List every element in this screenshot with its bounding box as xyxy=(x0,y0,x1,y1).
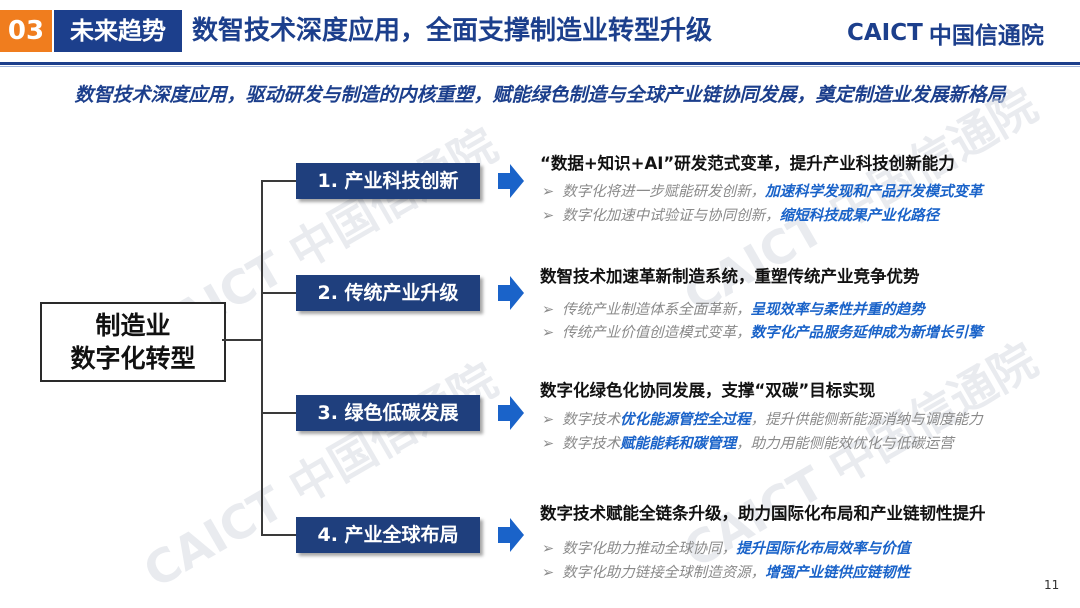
category-tech-innovation: 1. 产业科技创新 xyxy=(296,163,480,199)
bullet-icon: ➢ xyxy=(542,302,555,318)
page-title: 数智技术深度应用，全面支撑制造业转型升级 xyxy=(192,16,713,46)
bullet-icon: ➢ xyxy=(542,565,555,581)
header-rule xyxy=(0,62,1080,65)
bullet-icon: ➢ xyxy=(542,412,555,428)
connector-branch-4 xyxy=(261,534,297,536)
detail-text: 数字技术 xyxy=(562,436,621,452)
detail-text: 数字技术 xyxy=(562,412,621,428)
connector-branch-2 xyxy=(261,292,297,294)
watermark: CAICT 中国信通院 xyxy=(134,352,507,599)
detail-text: 数字化将进一步赋能研发创新， xyxy=(562,184,766,200)
detail-highlight: 加速科学发现和产品开发模式变革 xyxy=(765,184,983,200)
detail-highlight: 赋能能耗和碳管理 xyxy=(620,436,737,452)
detail-item: ➢ 数字化加速中试验证与协同创新，缩短科技成果产业化路径 xyxy=(542,204,939,225)
detail-item: ➢ 数字化助力推动全球协同，提升国际化布局效率与价值 xyxy=(542,537,910,558)
arrow-right-icon xyxy=(498,276,524,310)
detail-item: ➢ 数字技术优化能源管控全过程，提升供能侧新能源消纳与调度能力 xyxy=(542,408,983,429)
connector-vertical xyxy=(261,180,263,535)
page-number: 11 xyxy=(1044,578,1060,592)
arrow-right-icon xyxy=(498,518,524,552)
detail-text: 传统产业制造体系全面革新， xyxy=(562,302,751,318)
connector-branch-1 xyxy=(261,180,297,182)
detail-item: ➢ 数字化助力链接全球制造资源，增强产业链供应链韧性 xyxy=(542,561,910,582)
center-topic-line1: 制造业 xyxy=(95,311,171,340)
detail-highlight: 数字化产品服务延伸成为新增长引擎 xyxy=(750,325,983,341)
arrow-right-icon xyxy=(498,164,524,198)
detail-text: ，提升供能侧新能源消纳与调度能力 xyxy=(750,412,983,428)
detail-title: 数字技术赋能全链条升级，助力国际化布局和产业链韧性提升 xyxy=(540,504,986,523)
connector-main xyxy=(222,339,262,341)
detail-item: ➢ 数字技术赋能能耗和碳管理，助力用能侧能效优化与低碳运营 xyxy=(542,432,954,453)
detail-item: ➢ 传统产业价值创造模式变革，数字化产品服务延伸成为新增长引擎 xyxy=(542,321,983,342)
detail-text: 数字化助力推动全球协同， xyxy=(562,541,737,557)
detail-title: 数字化绿色化协同发展，支撑“双碳”目标实现 xyxy=(540,381,876,400)
bullet-icon: ➢ xyxy=(542,184,555,200)
category-green-lowcarbon: 3. 绿色低碳发展 xyxy=(296,395,480,431)
logo-cn: 中国信通院 xyxy=(928,23,1044,49)
section-tag: 未来趋势 xyxy=(54,10,182,52)
detail-title: 数智技术加速革新制造系统，重塑传统产业竞争优势 xyxy=(540,267,920,286)
detail-text: 传统产业价值创造模式变革， xyxy=(562,325,751,341)
bullet-icon: ➢ xyxy=(542,325,555,341)
detail-highlight: 呈现效率与柔性并重的趋势 xyxy=(750,302,925,318)
bullet-icon: ➢ xyxy=(542,436,555,452)
section-number: 03 xyxy=(0,10,52,52)
connector-branch-3 xyxy=(261,412,297,414)
arrow-right-icon xyxy=(498,396,524,430)
slide-subtitle: 数智技术深度应用，驱动研发与制造的内核重塑，赋能绿色制造与全球产业链协同发展，奠… xyxy=(74,84,1006,106)
detail-highlight: 缩短科技成果产业化路径 xyxy=(779,208,940,224)
bullet-icon: ➢ xyxy=(542,541,555,557)
detail-title: “数据+知识+AI”研发范式变革，提升产业科技创新能力 xyxy=(540,154,955,173)
detail-text: ，助力用能侧能效优化与低碳运营 xyxy=(736,436,954,452)
bullet-icon: ➢ xyxy=(542,208,555,224)
category-traditional-upgrade: 2. 传统产业升级 xyxy=(296,275,480,311)
detail-highlight: 提升国际化布局效率与价值 xyxy=(736,541,911,557)
detail-highlight: 优化能源管控全过程 xyxy=(620,412,751,428)
logo-en: CAICT xyxy=(847,20,923,46)
center-topic-line2: 数字化转型 xyxy=(70,344,196,373)
detail-text: 数字化加速中试验证与协同创新， xyxy=(562,208,780,224)
header-rule-thin xyxy=(0,66,1080,67)
detail-item: ➢ 传统产业制造体系全面革新，呈现效率与柔性并重的趋势 xyxy=(542,298,925,319)
detail-highlight: 增强产业链供应链韧性 xyxy=(765,565,911,581)
category-global-layout: 4. 产业全球布局 xyxy=(296,517,480,553)
detail-text: 数字化助力链接全球制造资源， xyxy=(562,565,766,581)
detail-item: ➢ 数字化将进一步赋能研发创新，加速科学发现和产品开发模式变革 xyxy=(542,180,983,201)
center-topic-box: 制造业 数字化转型 xyxy=(40,302,226,382)
